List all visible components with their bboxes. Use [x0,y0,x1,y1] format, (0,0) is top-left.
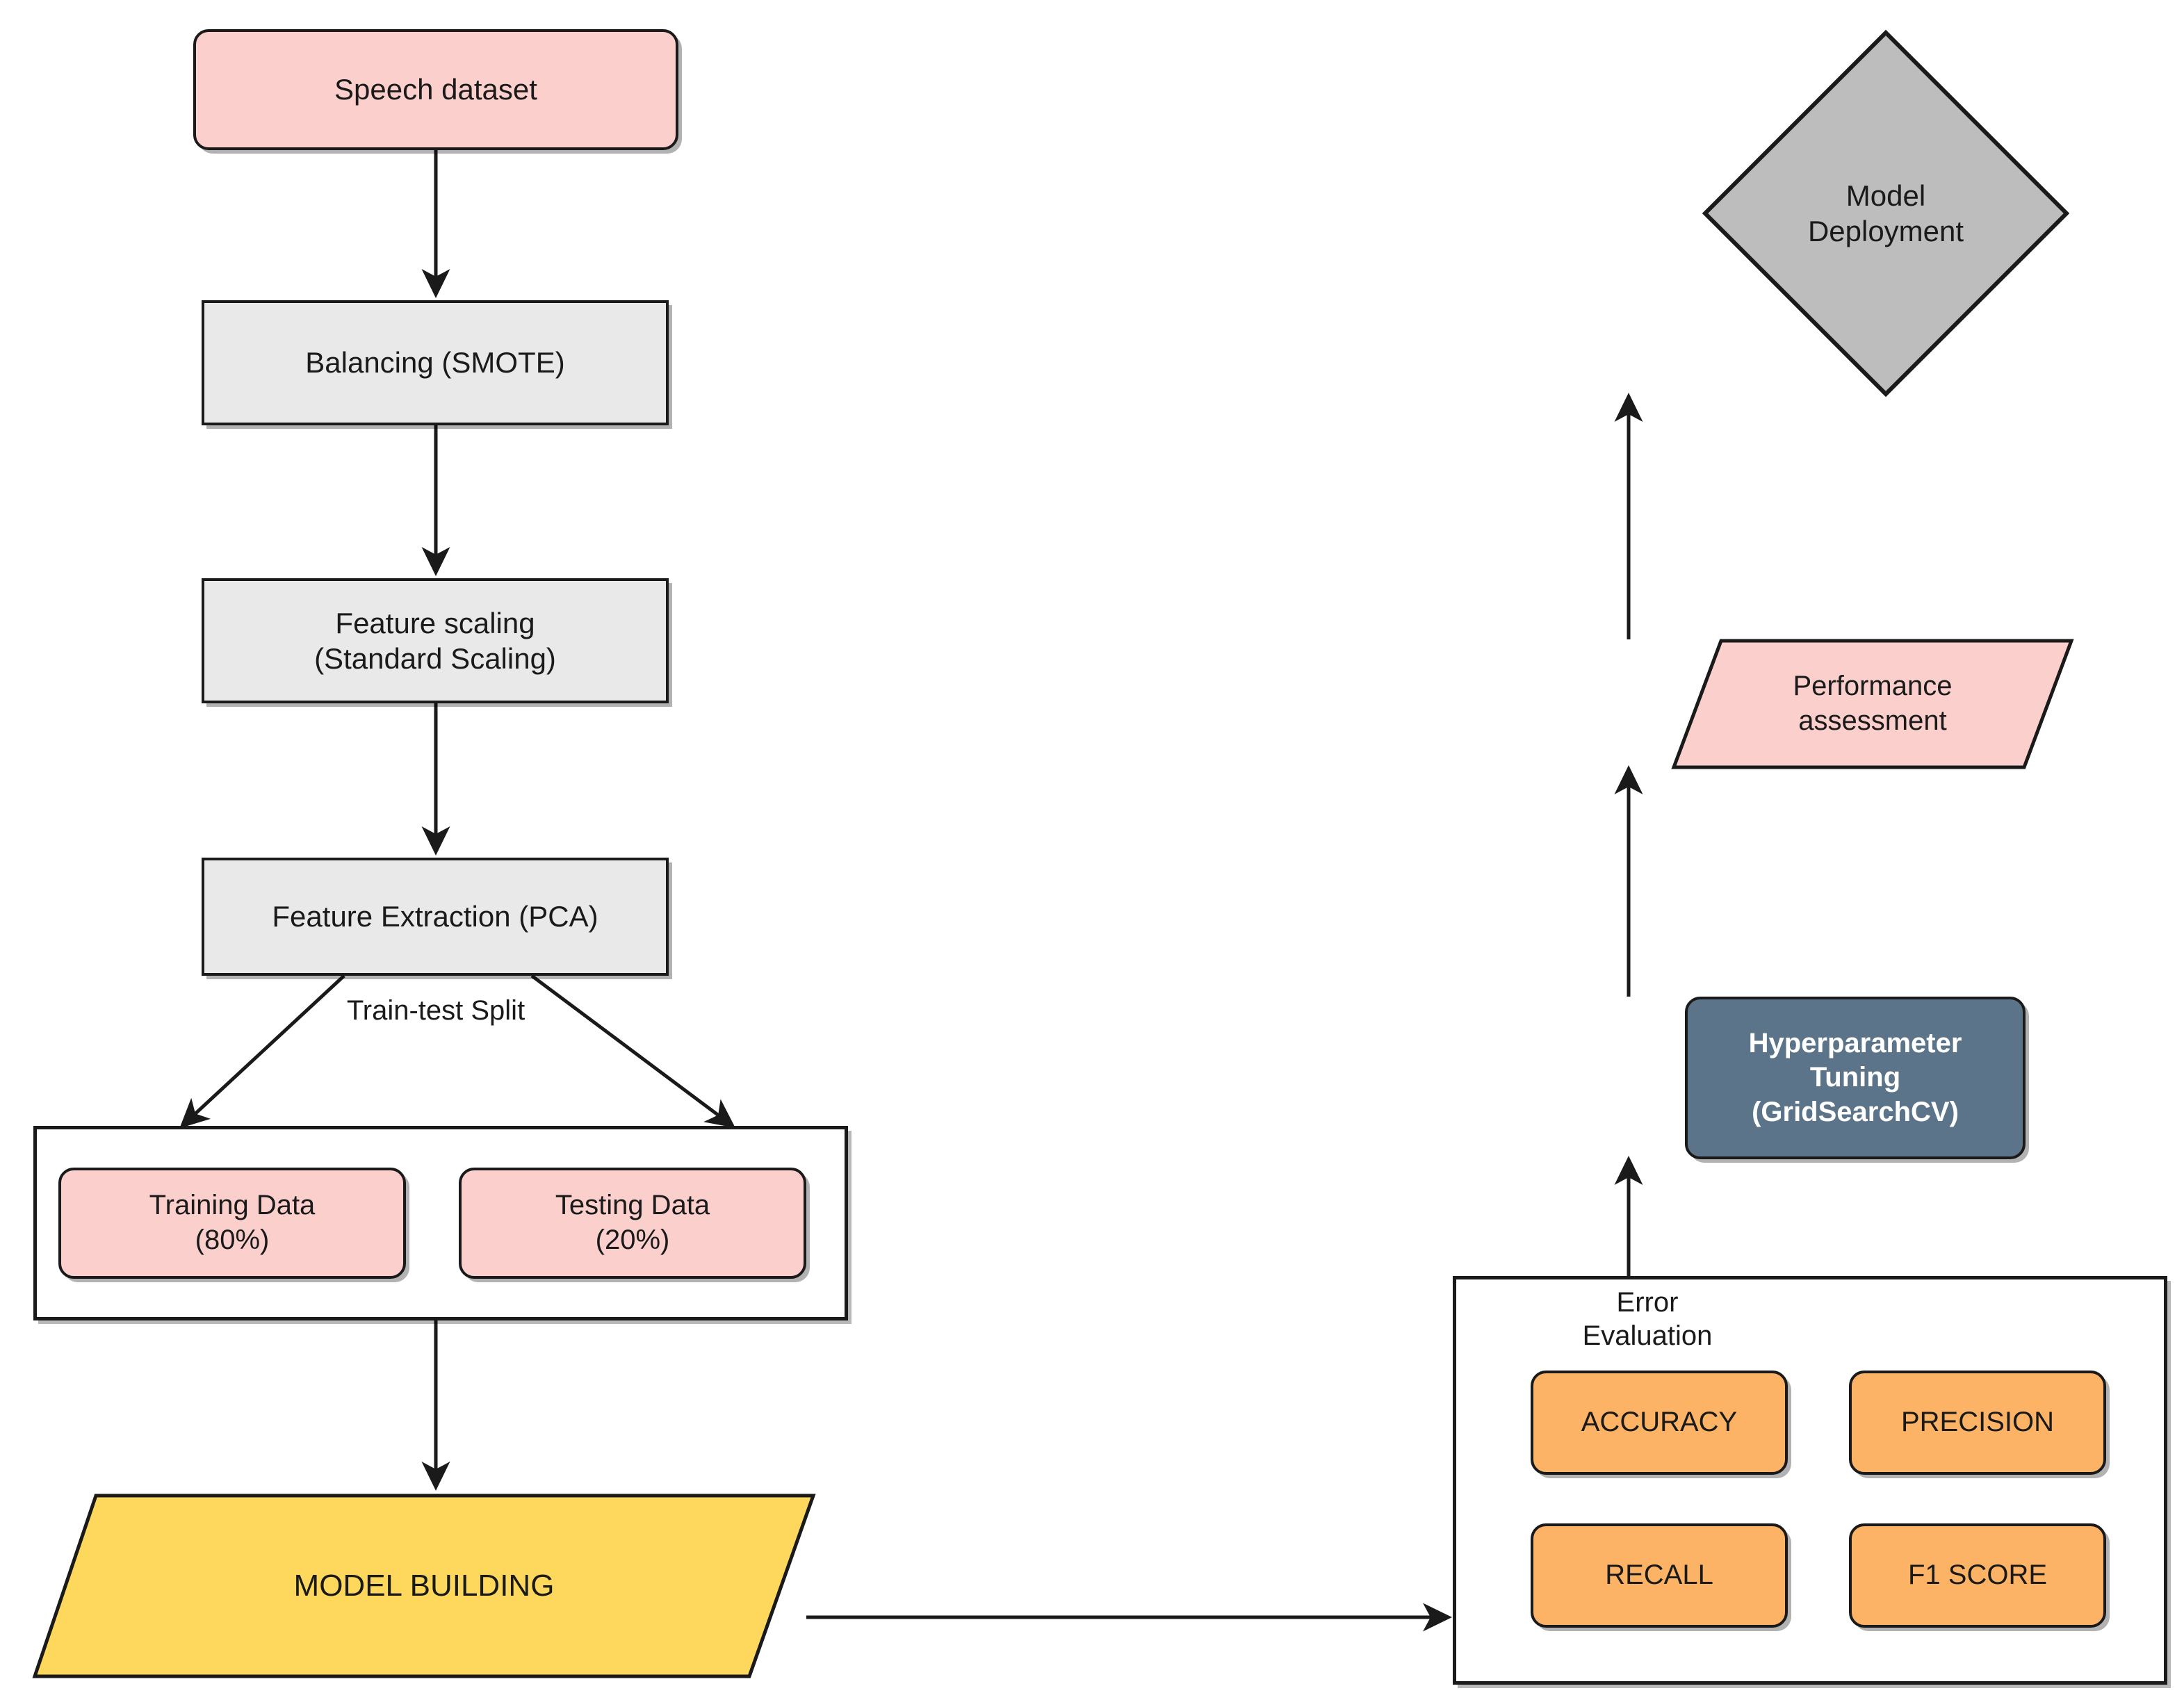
edge-label-train-test-split: Train-test Split [346,995,525,1026]
node-model-deployment-label: Model Deployment [1807,179,1964,247]
edge-extraction-to-training [179,974,345,1129]
node-feature-extraction-label: Feature Extraction (PCA) [272,900,598,933]
node-model-building-label: MODEL BUILDING [293,1569,555,1603]
metric-tile-accuracy-label: ACCURACY [1581,1407,1738,1438]
metric-tile-accuracy[interactable]: ACCURACY [1531,1371,1788,1475]
node-hyperparameter-tuning[interactable]: Hyperparameter Tuning (GridSearchCV) [1685,997,2026,1159]
node-training-data[interactable]: Training Data (80%) [58,1168,406,1279]
node-training-data-label: Training Data (80%) [149,1190,316,1255]
node-model-deployment[interactable]: Model Deployment [1702,29,2070,398]
node-model-building[interactable]: MODEL BUILDING [32,1493,816,1679]
node-feature-scaling[interactable]: Feature scaling (Standard Scaling) [202,578,669,703]
node-performance-assessment-label: Performance assessment [1793,671,1953,736]
node-balancing-smote[interactable]: Balancing (SMOTE) [202,300,669,425]
node-feature-extraction[interactable]: Feature Extraction (PCA) [202,858,669,976]
node-performance-assessment[interactable]: Performance assessment [1671,638,2074,770]
node-balancing-smote-label: Balancing (SMOTE) [305,346,565,379]
metric-tile-precision-label: PRECISION [1900,1407,2055,1438]
metric-tile-recall[interactable]: RECALL [1531,1523,1788,1628]
metric-tile-recall-label: RECALL [1605,1560,1713,1591]
node-testing-data[interactable]: Testing Data (20%) [459,1168,806,1279]
metric-tile-precision[interactable]: PRECISION [1849,1371,2106,1475]
node-feature-scaling-label: Feature scaling (Standard Scaling) [314,606,556,675]
node-speech-dataset-label: Speech dataset [334,73,537,106]
metric-tile-f1-score[interactable]: F1 SCORE [1849,1523,2106,1628]
edge-extraction-to-testing [530,974,736,1128]
node-speech-dataset[interactable]: Speech dataset [193,29,678,150]
edge-label-error-evaluation: Error Evaluation [1582,1287,1713,1351]
metric-tile-f1-score-label: F1 SCORE [1907,1560,2048,1591]
node-testing-data-label: Testing Data (20%) [555,1190,710,1255]
node-hyperparameter-tuning-label: Hyperparameter Tuning (GridSearchCV) [1748,1027,1962,1127]
